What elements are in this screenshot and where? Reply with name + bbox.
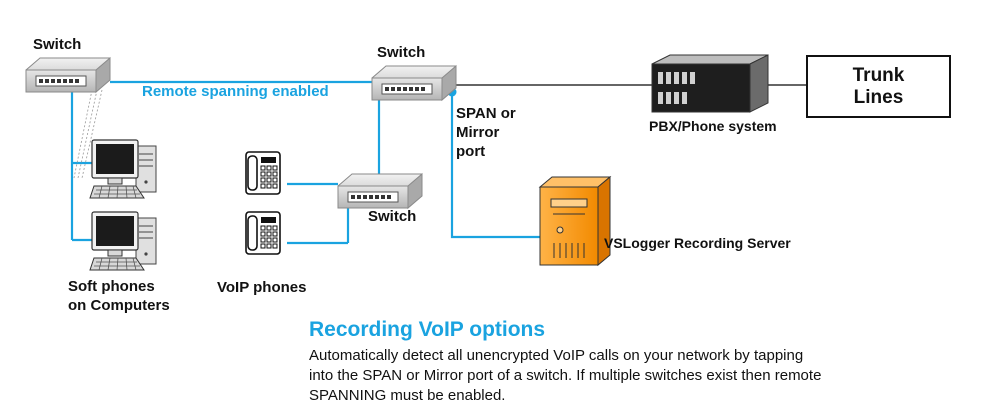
soft-phones-label: Soft phones on Computers	[68, 278, 170, 314]
span-port-label: SPAN or Mirror port	[456, 105, 516, 160]
switch-icon	[371, 65, 457, 101]
voip-phones-label: VoIP phones	[217, 279, 307, 296]
options-description: Automatically detect all unencrypted VoI…	[309, 347, 822, 404]
network-links	[70, 80, 545, 245]
recording-server-label: VSLogger Recording Server	[604, 235, 791, 251]
phone-icon	[245, 211, 281, 255]
switch-center-label: Switch	[377, 44, 426, 61]
remote-spanning-label: Remote spanning enabled	[142, 83, 329, 100]
computer-icon	[89, 211, 157, 271]
switch-icon	[337, 173, 423, 209]
switch-dash-links	[73, 89, 103, 179]
options-title: Recording VoIP options	[309, 318, 546, 341]
computer-icon	[89, 139, 157, 199]
switch-icon	[25, 57, 111, 93]
pbx-icon	[651, 54, 769, 113]
switch-left-label: Switch	[33, 36, 82, 53]
switch-small-label: Switch	[368, 208, 417, 225]
phone-icon	[245, 151, 281, 195]
pbx-label: PBX/Phone system	[649, 118, 777, 134]
trunk-lines-box: Trunk Lines	[806, 55, 951, 118]
server-icon	[538, 175, 612, 267]
